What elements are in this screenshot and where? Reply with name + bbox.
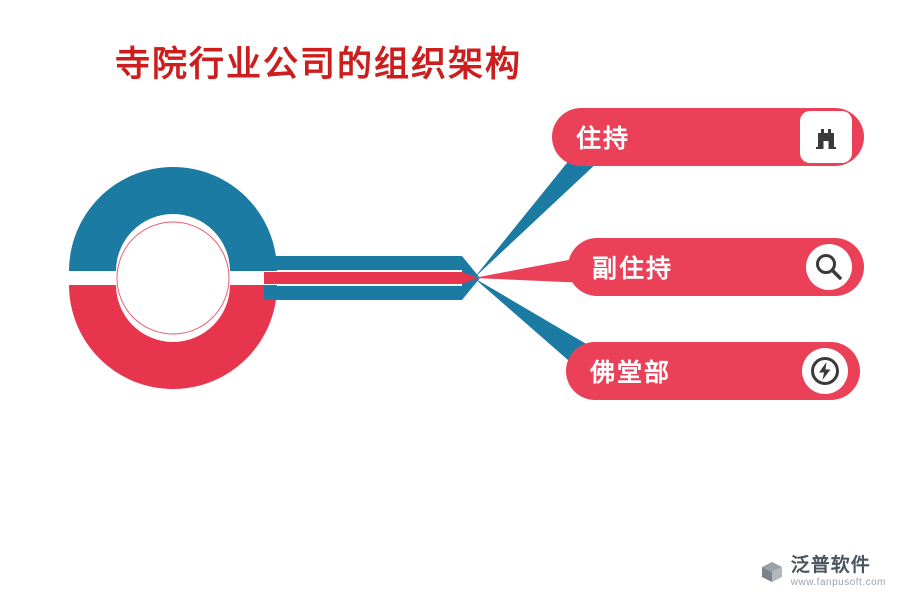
org-node-fotangbu: 佛堂部 bbox=[566, 342, 860, 400]
hub-ring-bottom-half bbox=[69, 285, 277, 389]
page-title: 寺院行业公司的组织架构 bbox=[115, 45, 523, 84]
brand-url: www.fanpusoft.com bbox=[790, 577, 886, 588]
fanpu-logo-icon bbox=[759, 559, 785, 585]
brand-watermark: 泛普软件 www.fanpusoft.com bbox=[759, 555, 886, 588]
hub-ring-top-half bbox=[69, 167, 277, 271]
connector-taper-red bbox=[462, 272, 478, 284]
connector-bar-bottom bbox=[264, 286, 462, 300]
brand-name: 泛普软件 bbox=[790, 555, 871, 577]
lightning-icon bbox=[802, 348, 848, 394]
magnifier-icon bbox=[806, 244, 852, 290]
org-node-label: 佛堂部 bbox=[590, 360, 672, 387]
org-node-label: 住持 bbox=[576, 126, 631, 153]
org-node-label: 副住持 bbox=[592, 256, 674, 283]
connector-bar-middle bbox=[264, 272, 462, 284]
hub-inner-circle bbox=[116, 221, 230, 335]
connector-bar-top bbox=[264, 256, 462, 270]
org-node-zhuchi: 住持 bbox=[552, 108, 864, 166]
castle-icon bbox=[800, 111, 852, 163]
org-node-fuzhuchi: 副住持 bbox=[568, 238, 864, 296]
